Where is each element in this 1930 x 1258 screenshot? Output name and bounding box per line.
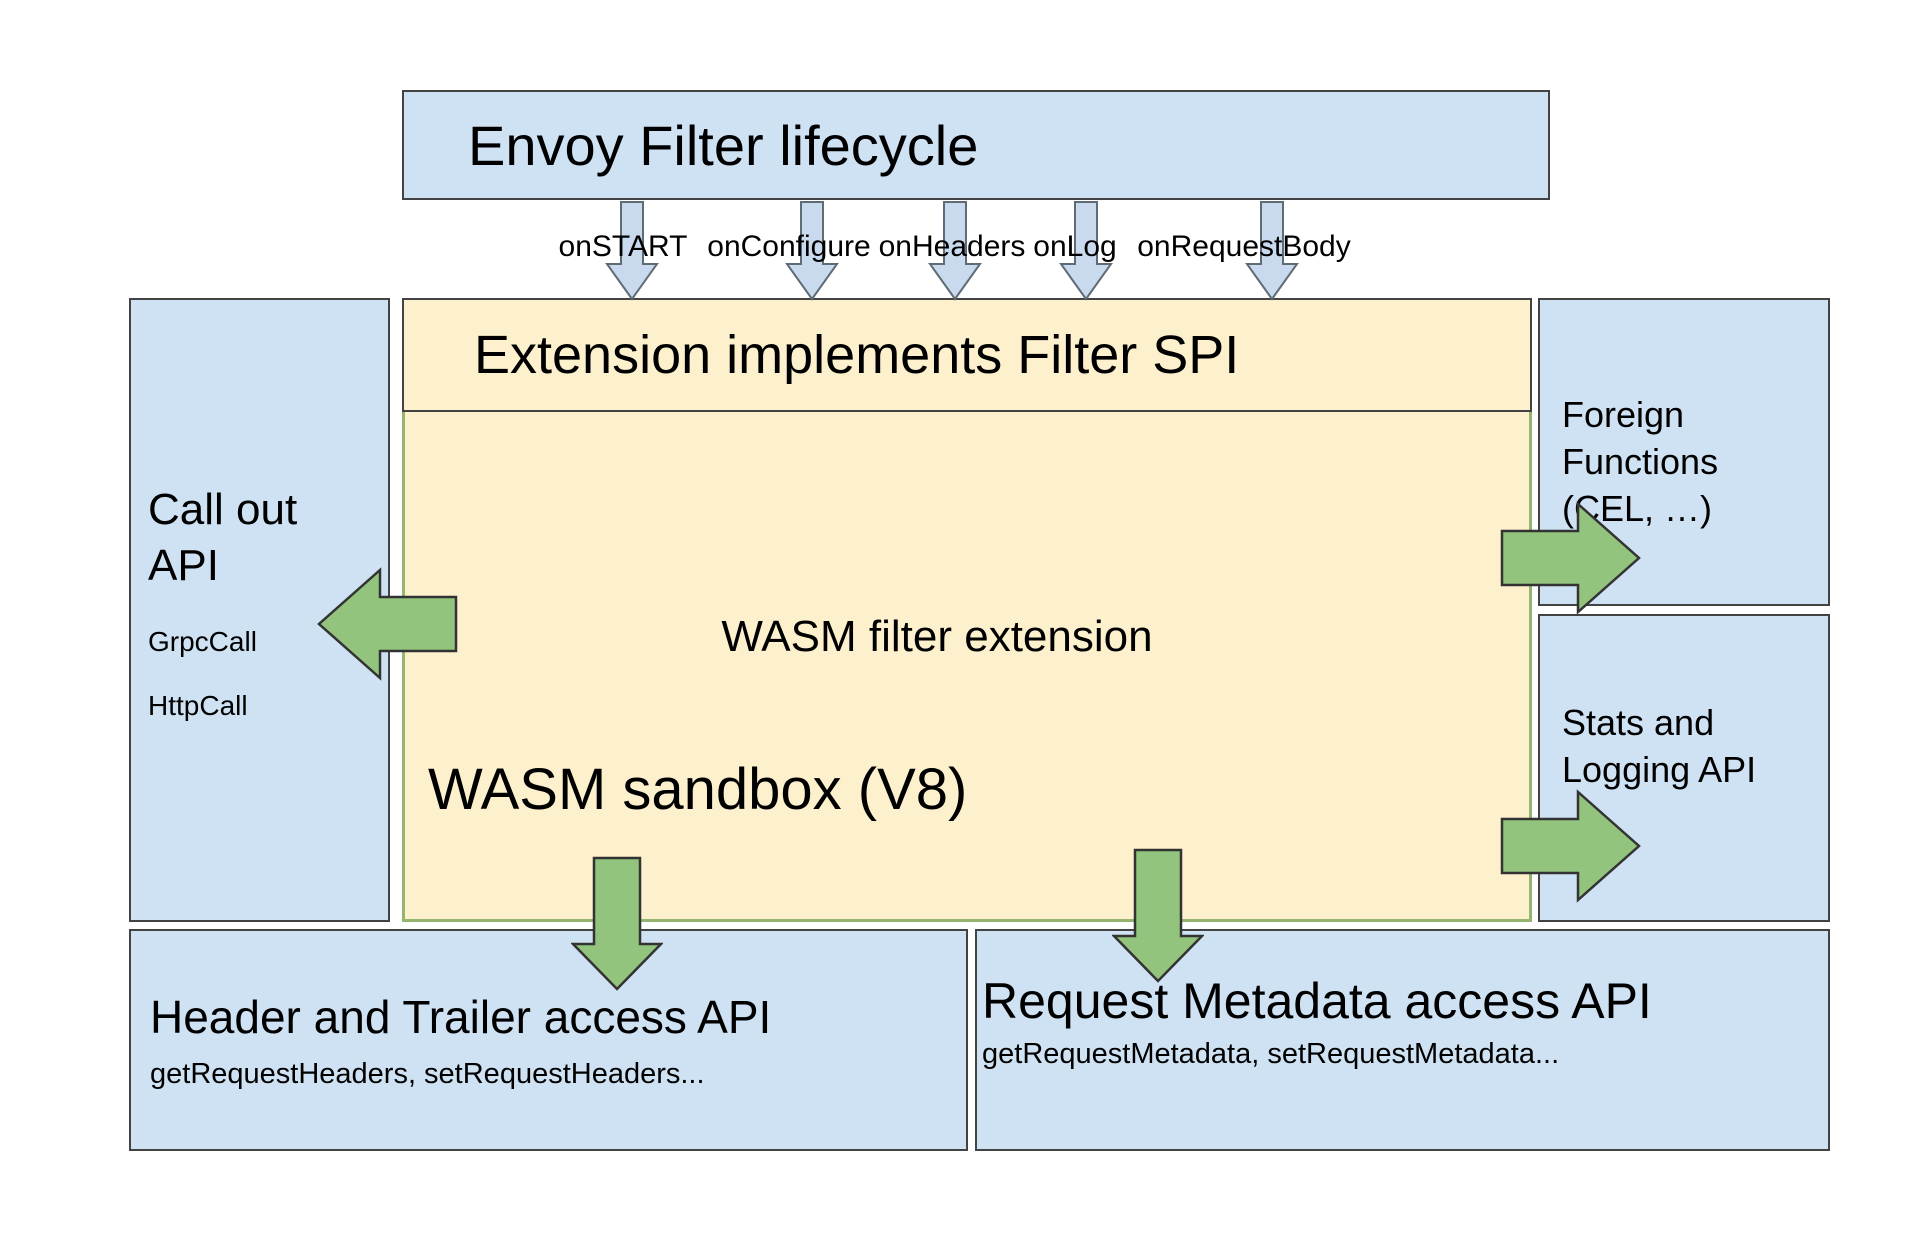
grpccall-label: GrpcCall xyxy=(148,626,257,657)
left-arrow-icon xyxy=(317,567,458,681)
stats-logging-label: Stats and Logging API xyxy=(1562,702,1757,790)
header-trailer-access-box xyxy=(129,929,968,1151)
event-label-onlog: onLog xyxy=(1033,230,1117,263)
wasm-sandbox-label: WASM sandbox (V8) xyxy=(428,757,968,822)
envoy-filter-lifecycle-label: Envoy Filter lifecycle xyxy=(468,113,979,177)
right-arrow-icon xyxy=(1500,789,1641,903)
lifecycle-down-arrow-icon xyxy=(1245,201,1299,301)
down-arrow-icon xyxy=(1112,848,1204,983)
call-out-api-label: Call out API xyxy=(148,485,298,591)
lifecycle-down-arrow-icon xyxy=(928,201,982,301)
header-trailer-access-title: Header and Trailer access API xyxy=(150,991,772,1043)
event-label-onheaders: onHeaders xyxy=(878,230,1026,263)
extension-filter-spi-label: Extension implements Filter SPI xyxy=(474,325,1240,385)
lifecycle-down-arrow-icon xyxy=(785,201,839,301)
request-metadata-access-subtitle: getRequestMetadata, setRequestMetadata..… xyxy=(982,1038,1560,1070)
header-trailer-access-subtitle: getRequestHeaders, setRequestHeaders... xyxy=(150,1058,705,1090)
httpcall-label: HttpCall xyxy=(148,690,248,721)
event-label-onrequestbody: onRequestBody xyxy=(1137,230,1351,263)
wasm-filter-extension-label: WASM filter extension xyxy=(721,612,1153,661)
event-label-onconfigure: onConfigure xyxy=(707,230,871,263)
lifecycle-down-arrow-icon xyxy=(605,201,659,301)
right-arrow-icon xyxy=(1500,501,1641,615)
request-metadata-access-box xyxy=(975,929,1830,1151)
envoy-filter-lifecycle-box: Envoy Filter lifecycle xyxy=(402,90,1550,200)
request-metadata-access-title: Request Metadata access API xyxy=(982,973,1652,1029)
down-arrow-icon xyxy=(571,856,663,991)
lifecycle-down-arrow-icon xyxy=(1059,201,1113,301)
extension-filter-spi-box: Extension implements Filter SPI xyxy=(402,298,1532,412)
event-label-onstart: onSTART xyxy=(558,230,688,263)
